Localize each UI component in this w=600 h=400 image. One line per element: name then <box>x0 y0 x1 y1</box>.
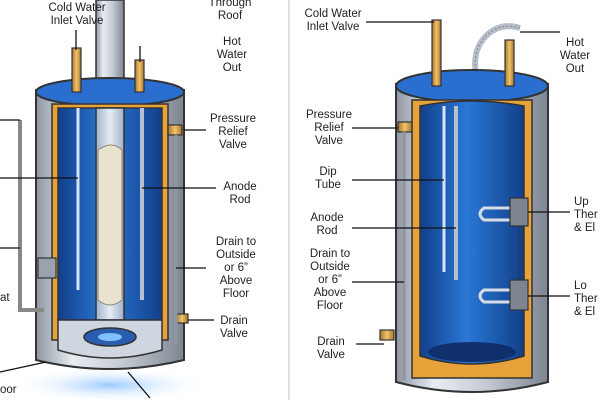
pressure-relief-valve <box>167 124 183 136</box>
left-leader-lines <box>0 30 216 399</box>
left-panel <box>0 0 290 400</box>
drain-valve <box>175 313 189 324</box>
flue-pipe <box>95 0 125 91</box>
flex-connector-ribs <box>474 25 521 75</box>
label-upper-thermostat-cut: Up Ther & El <box>574 196 598 234</box>
hot-outlet-pipe-electric <box>504 39 515 87</box>
lower-heating-element <box>478 288 516 304</box>
label-hot-water-out-right: Hot Water Out <box>559 37 591 75</box>
drain-valve-electric <box>379 329 395 341</box>
right-leader-lines <box>352 21 570 345</box>
label-drain-valve-right: Drain Valve <box>317 336 345 361</box>
upper-heating-element <box>478 206 516 222</box>
cold-inlet-pipe-electric <box>431 19 442 87</box>
label-cut-left-2: oor <box>0 384 17 396</box>
label-drain-to-outside-left: Drain to Outside or 6” Above Floor <box>215 236 257 300</box>
hot-outlet-pipe <box>134 59 145 93</box>
gas-control-valve <box>37 257 57 279</box>
cold-inlet-pipe <box>71 47 82 93</box>
burner-flame <box>98 333 122 341</box>
upper-thermostat <box>509 197 529 227</box>
label-anode-rod-left: Anode Rod <box>223 181 257 206</box>
tank-top <box>35 77 185 107</box>
label-dip-tube-right: Dip Tube <box>315 166 341 191</box>
baffle <box>97 144 123 306</box>
lower-thermostat <box>509 279 529 311</box>
label-pressure-relief-left: Pressure Relief Valve <box>209 113 257 151</box>
label-anode-rod-right: Anode Rod <box>310 212 344 237</box>
label-cut-left-1: at <box>0 292 10 304</box>
label-hot-water-out-left: Hot Water Out <box>216 36 248 74</box>
label-cold-water-inlet-left: Cold Water Inlet Valve <box>48 2 106 27</box>
tank-top-electric <box>395 69 549 103</box>
tank-bottom-electric <box>428 342 516 362</box>
label-cold-water-inlet-right: Cold Water Inlet Valve <box>304 8 362 33</box>
gas-line <box>18 120 44 312</box>
label-drain-valve-left: Drain Valve <box>220 315 248 340</box>
label-flue-through-roof: Through Roof <box>208 0 252 22</box>
pressure-relief-valve-electric <box>397 121 413 133</box>
right-panel <box>352 19 570 393</box>
label-lower-thermostat-cut: Lo Ther & El <box>574 280 598 318</box>
burner-glow <box>10 367 210 400</box>
label-drain-to-outside-right: Drain to Outside or 6” Above Floor <box>309 248 351 312</box>
tank-water-electric <box>419 100 525 365</box>
label-pressure-relief-right: Pressure Relief Valve <box>305 109 353 147</box>
